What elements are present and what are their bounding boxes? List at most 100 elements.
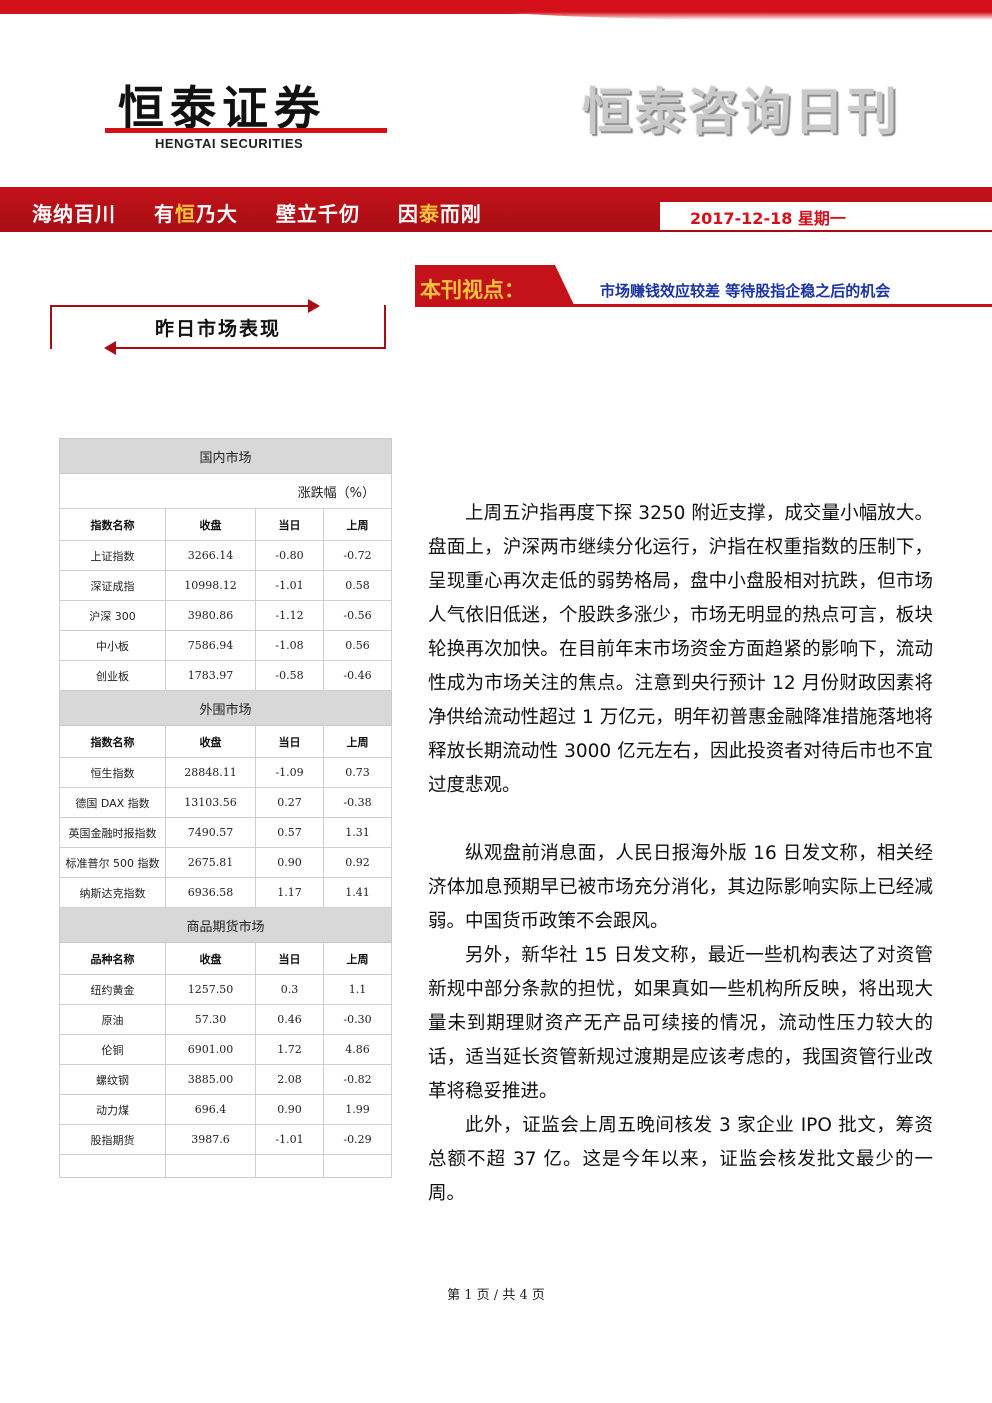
- table-row: 创业板 1783.97 -0.58 -0.46: [59, 660, 393, 691]
- viewpoint-label-bg: [415, 265, 575, 307]
- table-header-row: 指数名称 收盘 当日 上周: [59, 508, 393, 541]
- index-name: 深证成指: [59, 570, 166, 601]
- table-row: 动力煤 696.4 0.90 1.99: [59, 1094, 393, 1125]
- slogan: 海纳百川 有恒乃大 壁立千仞 因泰而刚: [32, 198, 482, 227]
- table-row: 伦铜 6901.00 1.72 4.86: [59, 1034, 393, 1065]
- weekly-change: 1.1: [322, 974, 393, 1005]
- weekly-change: 1.41: [322, 877, 393, 908]
- table-row: 英国金融时报指数 7490.57 0.57 1.31: [59, 817, 393, 848]
- column-header: 指数名称: [59, 725, 166, 758]
- table-row: 深证成指 10998.12 -1.01 0.58: [59, 570, 393, 601]
- column-header: 指数名称: [59, 508, 166, 541]
- page-number: 第 1 页 / 共 4 页: [447, 1288, 545, 1303]
- futures-section-title: 商品期货市场: [58, 907, 393, 943]
- close-value: 1257.50: [165, 974, 256, 1005]
- slogan-part: 有: [153, 202, 175, 226]
- table-row: 上证指数 3266.14 -0.80 -0.72: [59, 540, 393, 571]
- weekly-change: -0.29: [322, 1124, 393, 1155]
- foreign-section-title: 外围市场: [58, 690, 393, 726]
- weekly-change: 0.92: [322, 847, 393, 878]
- index-name: 标准普尔 500 指数: [59, 847, 166, 878]
- column-header: 当日: [255, 942, 324, 975]
- viewpoint-label: 本刊视点：: [420, 278, 525, 302]
- close-value: 3980.86: [165, 600, 256, 631]
- market-table: 国内市场 涨跌幅（%） 指数名称 收盘 当日 上周 上证指数 3266.14 -…: [58, 438, 393, 1178]
- arrow-right-icon: [308, 299, 320, 313]
- column-header: 品种名称: [59, 942, 166, 975]
- close-value: 7490.57: [165, 817, 256, 848]
- slogan-part: 海纳百川: [32, 202, 116, 226]
- table-row: 螺纹钢 3885.00 2.08 -0.82: [59, 1064, 393, 1095]
- commodity-name: 纽约黄金: [59, 974, 166, 1005]
- domestic-section-title: 国内市场: [58, 438, 393, 474]
- index-name: 恒生指数: [59, 757, 166, 788]
- daily-change: -1.09: [255, 757, 324, 788]
- daily-change: 1.72: [255, 1034, 324, 1065]
- commodity-name: 股指期货: [59, 1124, 166, 1155]
- date-strip: [660, 202, 992, 230]
- top-red-swoosh: [430, 0, 992, 20]
- column-header: 收盘: [165, 508, 256, 541]
- index-name: 纳斯达克指数: [59, 877, 166, 908]
- close-value: 2675.81: [165, 847, 256, 878]
- paragraph: 纵观盘前消息面，人民日报海外版 16 日发文称，相关经济体加息预期早已被市场充分…: [428, 843, 933, 932]
- close-value: 3987.6: [165, 1124, 256, 1155]
- commodity-name: 螺纹钢: [59, 1064, 166, 1095]
- section-title: 昨日市场表现: [154, 318, 281, 340]
- daily-change: 0.57: [255, 817, 324, 848]
- table-row: 标准普尔 500 指数 2675.81 0.90 0.92: [59, 847, 393, 878]
- slogan-part: 乃大: [195, 202, 238, 226]
- column-header: 收盘: [165, 942, 256, 975]
- daily-change: -0.80: [255, 540, 324, 571]
- slogan-highlight: 恒: [174, 202, 196, 226]
- daily-change: 0.90: [255, 847, 324, 878]
- section-frame-top-line: [50, 305, 312, 307]
- index-name: 沪深 300: [59, 600, 166, 631]
- table-header-row: 品种名称 收盘 当日 上周: [59, 942, 393, 975]
- daily-change: 0.27: [255, 787, 324, 818]
- company-logo-en: HENGTAI SECURITIES: [155, 136, 304, 151]
- weekly-change: 0.73: [322, 757, 393, 788]
- table-row: 原油 57.30 0.46 -0.30: [59, 1004, 393, 1035]
- section-frame: [50, 305, 386, 349]
- daily-change: 1.17: [255, 877, 324, 908]
- weekly-change: 1.31: [322, 817, 393, 848]
- paragraph: 此外，证监会上周五晚间核发 3 家企业 IPO 批文，筹资总额不超 37 亿。这…: [428, 1115, 933, 1204]
- commodity-name: 原油: [59, 1004, 166, 1035]
- commodity-name: 伦铜: [59, 1034, 166, 1065]
- table-row: 沪深 300 3980.86 -1.12 -0.56: [59, 600, 393, 631]
- index-name: 中小板: [59, 630, 166, 661]
- publication-title: 恒泰咨询日刊: [582, 83, 900, 141]
- daily-change: -1.08: [255, 630, 324, 661]
- column-header: 当日: [255, 508, 324, 541]
- close-value: 6901.00: [165, 1034, 256, 1065]
- column-header: 上周: [322, 942, 393, 975]
- close-value: 28848.11: [165, 757, 256, 788]
- weekly-change: -0.38: [322, 787, 393, 818]
- close-value: 6936.58: [165, 877, 256, 908]
- slogan-part: 因: [397, 202, 419, 226]
- weekly-change: -0.56: [322, 600, 393, 631]
- issue-date: 2017-12-18 星期一: [690, 209, 846, 228]
- table-row: 中小板 7586.94 -1.08 0.56: [59, 630, 393, 661]
- daily-change: -1.01: [255, 570, 324, 601]
- close-value: 3266.14: [165, 540, 256, 571]
- daily-change: -1.01: [255, 1124, 324, 1155]
- column-header: 当日: [255, 725, 324, 758]
- company-logo-cn: 恒泰证券: [118, 81, 326, 135]
- column-header: 收盘: [165, 725, 256, 758]
- column-header: 上周: [322, 725, 393, 758]
- table-row: 纽约黄金 1257.50 0.3 1.1: [59, 974, 393, 1005]
- weekly-change: -0.82: [322, 1064, 393, 1095]
- slogan-part: 壁立千仞: [275, 202, 360, 226]
- commentary-body: 上周五沪指再度下探 3250 附近支撑，成交量小幅放大。盘面上，沪深两市继续分化…: [428, 497, 933, 1211]
- weekly-change: 1.99: [322, 1094, 393, 1125]
- unit-label: 涨跌幅（%）: [58, 473, 393, 509]
- table-row: 恒生指数 28848.11 -1.09 0.73: [59, 757, 393, 788]
- weekly-change: 4.86: [322, 1034, 393, 1065]
- section-frame-bottom-line: [116, 347, 384, 349]
- daily-change: 0.46: [255, 1004, 324, 1035]
- close-value: 7586.94: [165, 630, 256, 661]
- daily-change: -0.58: [255, 660, 324, 691]
- close-value: 10998.12: [165, 570, 256, 601]
